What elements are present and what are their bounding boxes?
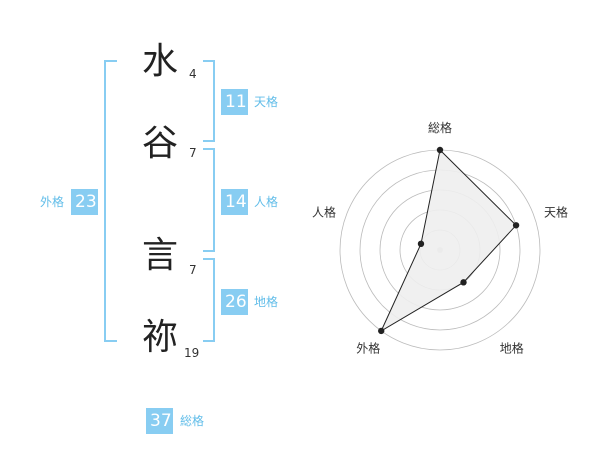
radar-axis-label: 地格 [500,341,524,356]
name-char-3: 言 [141,235,178,276]
radar-axis-label: 人格 [312,204,336,219]
gaikaku-label: 外格 [40,195,65,209]
name-char-1: 水 [141,41,178,82]
tenkaku-bracket [203,60,215,142]
stroke-count-1: 4 [189,67,197,81]
radar-points [378,146,520,335]
radar-point-5 [417,240,425,248]
radar-point-4 [378,327,385,335]
soukaku-label: 総格 [180,414,205,428]
gaikaku-bracket [104,60,117,342]
radar-point-2 [512,222,520,229]
radar-point-1 [436,146,444,154]
name-char-4: 祢 [141,317,178,358]
chikaku-label: 地格 [254,295,279,309]
jinkaku-label: 人格 [254,195,279,209]
tenkaku-label: 天格 [254,95,279,109]
chikaku-badge: 26 [221,289,248,315]
jinkaku-bracket [203,148,215,252]
radar-area [380,148,517,333]
stroke-count-2: 7 [189,146,197,160]
radar-point-3 [460,279,467,286]
tenkaku-badge: 11 [221,89,248,115]
radar-axis-label: 天格 [544,204,568,219]
soukaku-badge: 37 [146,408,173,434]
radar-axis-label: 外格 [356,341,380,356]
radar-axis-label: 総格 [428,120,452,135]
chikaku-bracket [203,258,215,342]
name-char-2: 谷 [141,123,178,164]
gaikaku-badge: 23 [71,189,98,215]
stroke-count-3: 7 [189,263,197,277]
jinkaku-badge: 14 [221,189,248,215]
stroke-count-4: 19 [184,346,200,360]
